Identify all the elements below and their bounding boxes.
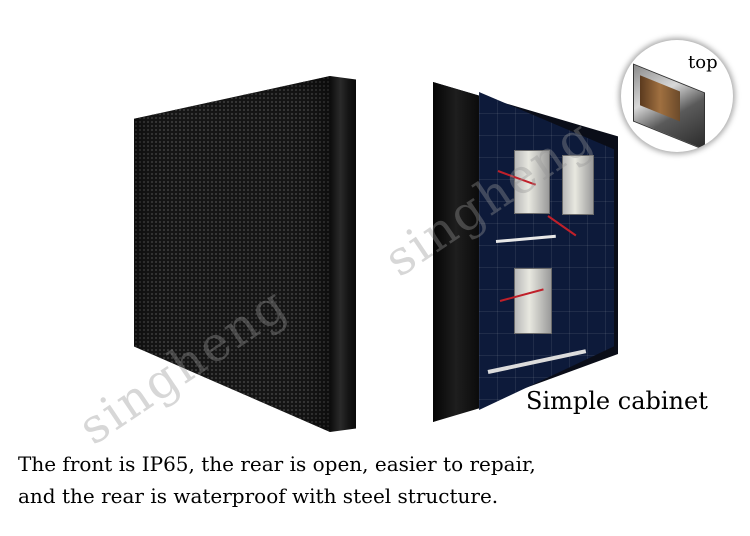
description-text: The front is IP65, the rear is open, eas…: [18, 448, 738, 512]
description-line: and the rear is waterproof with steel st…: [18, 484, 499, 508]
top-view-inset: [621, 40, 733, 152]
cabinet-side-edge: [330, 76, 356, 432]
power-supply-unit: [514, 150, 550, 214]
power-supply-unit: [514, 268, 552, 334]
cabinet-top-view-image: [633, 63, 705, 151]
front-led-panel-image: [134, 76, 356, 432]
power-supply-unit: [562, 155, 594, 215]
rear-cabinet-frame: [433, 82, 479, 422]
description-line: The front is IP65, the rear is open, eas…: [18, 452, 536, 476]
inset-label: top: [688, 52, 718, 73]
rear-caption: Simple cabinet: [526, 387, 708, 415]
